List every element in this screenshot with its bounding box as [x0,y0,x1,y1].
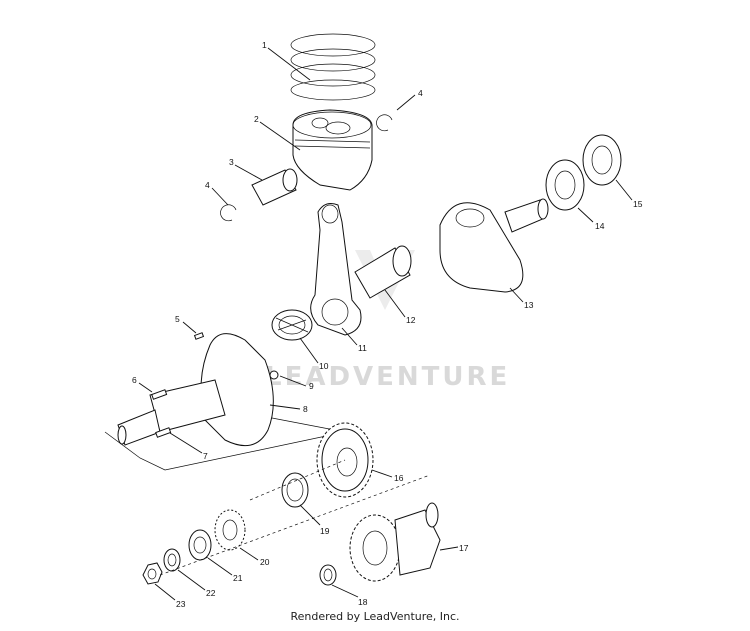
part-key-5 [193,332,205,340]
part-key-7 [155,427,172,438]
label-part-21: 21 [233,573,243,583]
part-crank-half-left [117,333,274,447]
watermark-text: LEADVENTURE [265,362,510,392]
label-part-15: 15 [633,199,643,209]
part-key-6 [151,389,168,400]
label-part-3: 3 [229,157,234,167]
label-part-2: 2 [254,114,259,124]
label-part-23: 23 [176,599,186,609]
leader-lines [138,47,633,601]
label-part-19: 19 [320,526,330,536]
part-circlip-top [376,114,393,132]
part-piston-rings [290,33,376,101]
part-gear-20 [214,509,246,551]
label-part-8: 8 [303,404,308,414]
part-ball-9 [269,370,279,380]
label-part-9: 9 [309,381,314,391]
label-part-12: 12 [406,315,416,325]
label-part-18: 18 [358,597,368,607]
part-washer-22 [163,548,181,572]
label-part-22: 22 [206,588,216,598]
part-crank-half-right [439,198,549,293]
part-needle-bearing [271,309,313,341]
part-circlip-left [220,204,237,222]
label-part-4-top: 4 [418,88,423,98]
part-washer-19 [281,472,309,508]
label-part-1: 1 [262,40,267,50]
label-part-16: 16 [394,473,404,483]
label-part-4-left: 4 [205,180,210,190]
part-bearing-15 [582,134,622,186]
part-connecting-rod [310,203,362,336]
part-labels: 1 2 3 4 4 5 6 7 8 9 10 11 12 13 14 15 16… [132,40,643,609]
part-crank-pin [354,245,412,299]
label-part-6: 6 [132,375,137,385]
part-nut-23 [142,562,163,585]
label-part-11: 11 [358,343,367,353]
label-part-13: 13 [524,300,534,310]
label-part-20: 20 [260,557,270,567]
part-piston [292,109,373,191]
part-piston-pin [251,168,298,206]
label-part-7: 7 [203,451,208,461]
part-bearing-14 [545,159,585,211]
label-part-17: 17 [459,543,469,553]
part-washer-18 [319,564,337,586]
label-part-14: 14 [595,221,605,231]
label-part-5: 5 [175,314,180,324]
part-spacer-21 [188,529,212,561]
part-balancer-17 [349,502,441,582]
label-part-10: 10 [319,361,329,371]
footer-credit: Rendered by LeadVenture, Inc. [290,610,460,623]
